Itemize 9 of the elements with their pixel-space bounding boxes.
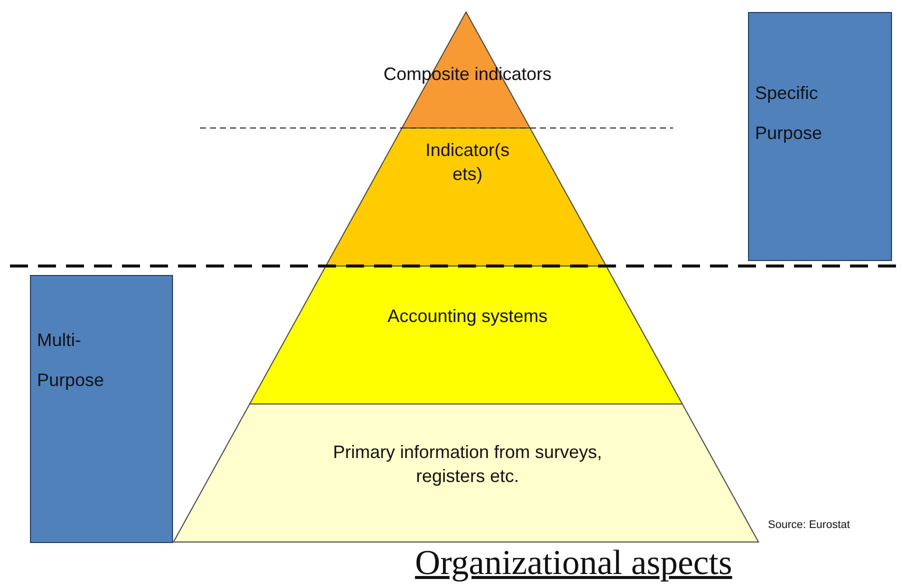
purpose-label: Specific Purpose	[755, 82, 824, 145]
caption: Organizational aspects	[415, 543, 732, 583]
layer-label: Primary information from surveys, registers etc.	[332, 441, 604, 488]
purpose-label: Multi-Purpose	[37, 329, 106, 392]
layer-label: Indicator(s ets)	[424, 139, 511, 186]
layer-label: Accounting systems	[386, 305, 549, 328]
purpose-box	[30, 275, 173, 543]
purpose-box	[748, 12, 892, 261]
source-note: Source: Eurostat	[768, 519, 850, 531]
